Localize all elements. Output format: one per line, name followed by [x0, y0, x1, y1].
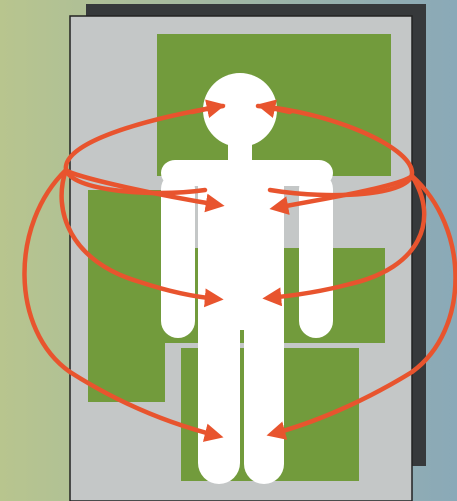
figure-right-leg — [244, 300, 284, 484]
figure-left-leg — [198, 300, 240, 484]
figure-head — [203, 73, 277, 147]
green-block-left — [88, 190, 165, 402]
